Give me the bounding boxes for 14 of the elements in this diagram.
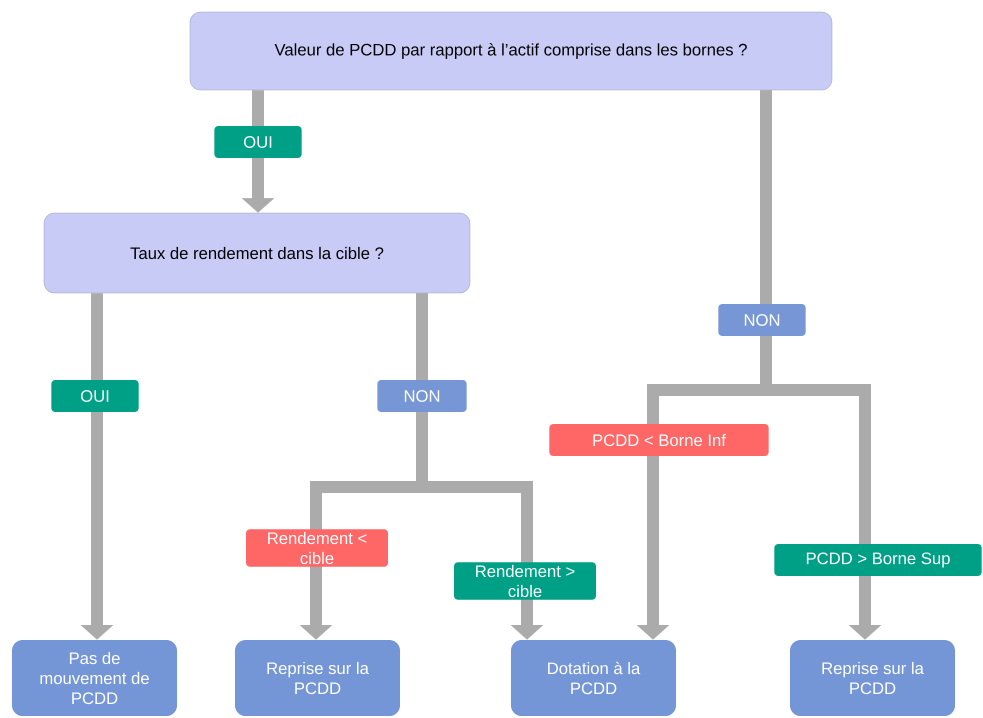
question-box: Valeur de PCDD par rapport à l’actif comprise dans les bornes ?	[190, 12, 832, 90]
result-box: Pas de mouvement de PCDD	[12, 640, 178, 716]
edge-label: Rendement < cible	[246, 529, 388, 567]
edge-label: OUI	[214, 126, 302, 158]
branch-label: NON	[377, 380, 467, 412]
edge-label: PCDD < Borne Inf	[549, 424, 769, 456]
question-box: Taux de rendement dans la cible ?	[44, 212, 470, 294]
edge-label: OUI	[51, 380, 139, 412]
result-box: Dotation à la PCDD	[510, 640, 676, 716]
result-box: Reprise sur la PCDD	[790, 640, 956, 716]
result-box: Reprise sur la PCDD	[234, 640, 400, 716]
edge-label: PCDD > Borne Sup	[774, 544, 982, 576]
edge-label: Rendement > cible	[454, 562, 596, 600]
branch-label: NON	[718, 304, 806, 336]
